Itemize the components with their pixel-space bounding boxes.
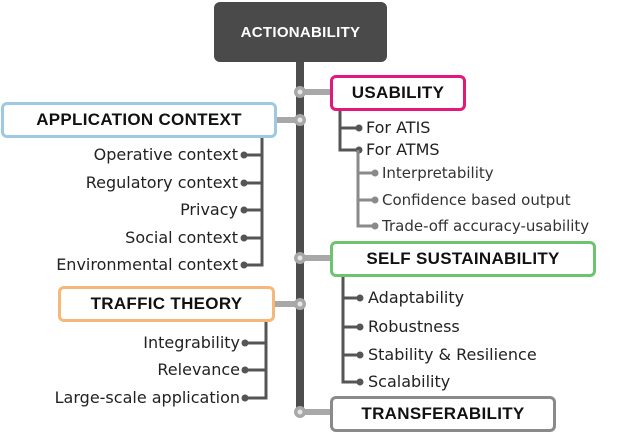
leaf-privacy: Privacy [180,200,238,219]
root-node-actionability: ACTIONABILITY [214,2,387,62]
leaf-operative-context: Operative context [93,145,238,164]
leaf-robustness: Robustness [368,317,460,336]
leaf-interpretability: Interpretability [382,164,494,182]
branch-transferability-label: TRANSFERABILITY [361,404,525,423]
branch-transferability: TRANSFERABILITY [330,396,556,432]
leaf-adaptability: Adaptability [368,288,465,307]
branch-usability: USABILITY [330,75,466,111]
leaf-environmental-context: Environmental context [56,255,238,274]
leaf-regulatory-context: Regulatory context [85,173,238,192]
leaf-relevance: Relevance [157,360,240,379]
branch-self-sustainability-label: SELF SUSTAINABILITY [366,249,560,268]
leaf-for-atis: For ATIS [366,118,431,137]
leaf-tradeoff-accuracy-usability: Trade-off accuracy-usability [382,217,590,235]
leaf-social-context: Social context [125,228,238,247]
root-label: ACTIONABILITY [240,23,361,41]
leaf-large-scale-application: Large-scale application [54,388,240,407]
branch-usability-label: USABILITY [351,83,445,102]
branch-application-context: APPLICATION CONTEXT [1,102,277,138]
leaf-stability-resilience: Stability & Resilience [368,345,537,364]
leaf-scalability: Scalability [368,372,451,391]
branch-traffic-theory-label: TRAFFIC THEORY [90,294,243,313]
leaf-confidence-based-output: Confidence based output [382,191,571,209]
leaf-for-atms: For ATMS [366,140,440,159]
leaf-integrability: Integrability [143,333,240,352]
branch-application-context-label: APPLICATION CONTEXT [36,110,242,129]
branch-traffic-theory: TRAFFIC THEORY [58,286,275,322]
branch-self-sustainability: SELF SUSTAINABILITY [330,241,596,277]
